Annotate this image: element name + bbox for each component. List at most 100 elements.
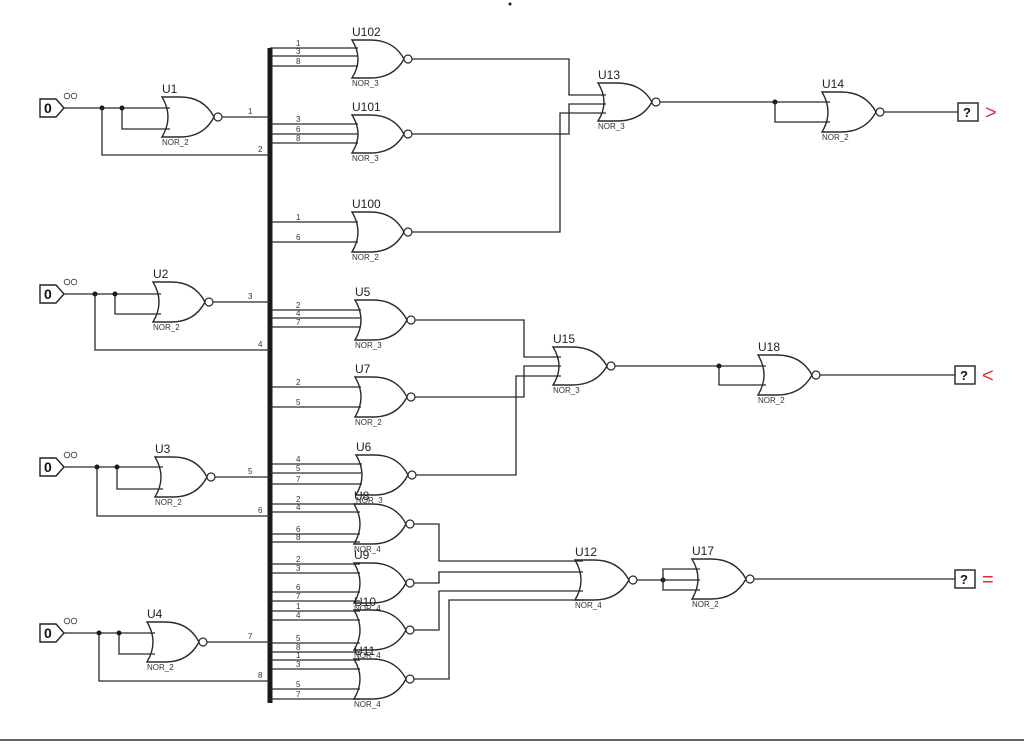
inversion-bubble bbox=[405, 578, 415, 588]
wire bbox=[414, 571, 583, 584]
bus-pin-label: 1 bbox=[296, 651, 301, 660]
toggle-up-icon[interactable] bbox=[63, 278, 71, 286]
wire bbox=[114, 294, 161, 315]
gate-body bbox=[145, 621, 200, 663]
toggle-down-icon[interactable] bbox=[70, 278, 78, 286]
gate-ref-label: U15 bbox=[553, 332, 575, 346]
gate-type-label: NOR_4 bbox=[354, 604, 381, 613]
wire bbox=[118, 633, 155, 655]
toggle-up-icon[interactable] bbox=[63, 617, 71, 625]
bus-tap-label: 5 bbox=[248, 467, 253, 476]
junction-dot bbox=[114, 464, 120, 470]
gate-ref-label: U12 bbox=[575, 545, 597, 559]
gate-type-label: NOR_3 bbox=[355, 341, 382, 350]
gate-ref-label: U100 bbox=[352, 197, 381, 211]
bus-pin-label: 7 bbox=[296, 318, 301, 327]
wire bbox=[412, 58, 606, 96]
input-switch-4[interactable]: 0 bbox=[39, 617, 78, 643]
bus-tap-label: 3 bbox=[248, 292, 253, 301]
bus-pin-label: 8 bbox=[296, 57, 301, 66]
input-connector bbox=[39, 623, 65, 643]
bus-pin-label: 6 bbox=[296, 525, 301, 534]
bus-pin-label: 4 bbox=[296, 309, 301, 318]
gate-ref-label: U18 bbox=[758, 340, 780, 354]
bus-pin-label: 3 bbox=[296, 115, 301, 124]
gate-type-label: NOR_3 bbox=[352, 154, 379, 163]
inversion-bubble bbox=[405, 519, 415, 529]
inversion-bubble bbox=[405, 674, 415, 684]
input-value: 0 bbox=[44, 625, 52, 641]
gate-ref-label: U6 bbox=[356, 440, 372, 454]
gate-body bbox=[160, 96, 215, 138]
output-probe-2[interactable]: ?< bbox=[954, 365, 994, 387]
input-switch-2[interactable]: 0 bbox=[39, 278, 78, 304]
gate-ref-label: U2 bbox=[153, 267, 169, 281]
probe-value: ? bbox=[960, 572, 968, 587]
gate-body bbox=[350, 114, 405, 154]
wire bbox=[414, 590, 583, 631]
toggle-down-icon[interactable] bbox=[70, 451, 78, 459]
bus-tap-label: 2 bbox=[258, 145, 263, 154]
probe-value: ? bbox=[960, 368, 968, 383]
output-probe-3[interactable]: ?= bbox=[954, 569, 994, 591]
bus-pin-label: 7 bbox=[296, 592, 301, 601]
wire bbox=[414, 599, 583, 680]
bus-pin-label: 8 bbox=[296, 134, 301, 143]
toggle-up-icon[interactable] bbox=[63, 92, 71, 100]
toggle-up-icon[interactable] bbox=[63, 451, 71, 459]
wire bbox=[416, 375, 561, 476]
inversion-bubble bbox=[875, 107, 885, 117]
gate-body bbox=[820, 91, 877, 133]
bus-pin-label: 4 bbox=[296, 455, 301, 464]
handwritten-annotation: > bbox=[985, 102, 997, 124]
gate-body bbox=[354, 454, 409, 496]
gate-body bbox=[151, 281, 206, 323]
gate-ref-label: U7 bbox=[355, 362, 371, 376]
gate-type-label: NOR_2 bbox=[147, 663, 174, 672]
inversion-bubble bbox=[606, 361, 616, 371]
gate-body bbox=[551, 346, 608, 386]
gate-type-label: NOR_2 bbox=[758, 396, 785, 405]
gate-type-label: NOR_4 bbox=[354, 651, 381, 660]
input-switch-3[interactable]: 0 bbox=[39, 451, 78, 477]
gate-body bbox=[352, 562, 407, 604]
bus-tap-label: 4 bbox=[258, 340, 263, 349]
gate-type-label: NOR_3 bbox=[356, 496, 383, 505]
wire bbox=[116, 467, 163, 490]
wire bbox=[774, 102, 830, 123]
output-probe-1[interactable]: ?> bbox=[957, 102, 997, 124]
inversion-bubble bbox=[745, 574, 755, 584]
gate-ref-label: U102 bbox=[352, 25, 381, 39]
input-switch-1[interactable]: 0 bbox=[39, 92, 78, 118]
toggle-down-icon[interactable] bbox=[70, 617, 78, 625]
wire bbox=[414, 523, 583, 562]
probe-value: ? bbox=[963, 105, 971, 120]
gate-ref-label: U3 bbox=[155, 442, 171, 456]
toggle-down-icon[interactable] bbox=[70, 92, 78, 100]
wire bbox=[96, 467, 270, 517]
bus-pin-label: 5 bbox=[296, 464, 301, 473]
gate-type-label: NOR_2 bbox=[155, 498, 182, 507]
gate-body bbox=[353, 299, 408, 341]
gate-body bbox=[350, 39, 405, 79]
gate-type-label: NOR_3 bbox=[598, 122, 625, 131]
